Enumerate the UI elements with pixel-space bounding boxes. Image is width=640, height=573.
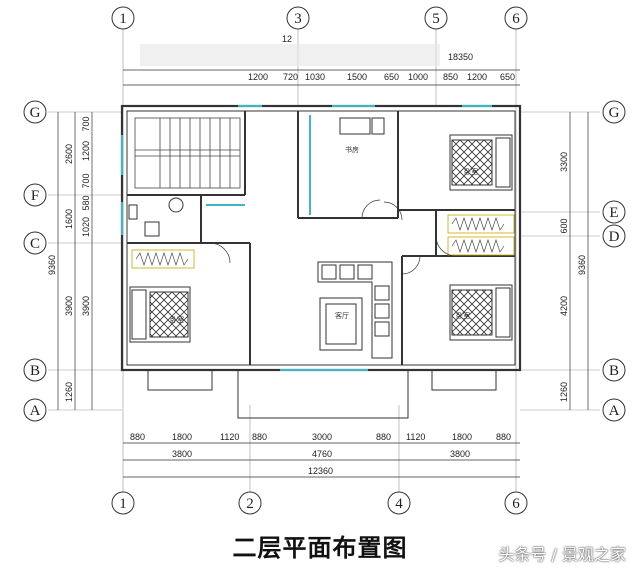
top-dim-blur: [123, 44, 520, 86]
axis-top-1: 1: [119, 11, 127, 27]
bed-right-top: [449, 134, 513, 191]
interior-walls: [127, 111, 515, 365]
dim-right-3: 4200: [559, 296, 569, 316]
axis-top-3: 3: [294, 11, 302, 27]
dim-left-4: 1260: [64, 382, 74, 402]
dim-right-1: 3300: [559, 152, 569, 172]
dim-bottom-1: 880: [130, 432, 145, 442]
axis-left-c: C: [30, 236, 40, 252]
room-label-bedroom-left: 卧室: [170, 315, 184, 324]
right-axis-bubbles: [602, 100, 626, 422]
drawing-title: 二层平面布置图: [232, 534, 408, 562]
left-dim-texts: 9360 2600 1600 3900 1260 700 1200 700 58…: [47, 116, 91, 402]
axis-top-5: 5: [432, 11, 440, 27]
bay-windows: [147, 370, 497, 419]
dim-bottom-5: 3000: [312, 432, 332, 442]
dim-top-1: 1200: [248, 72, 268, 82]
top-dim-texts: 1200 720 1030 1500 650 1000 850 1200 650: [248, 72, 515, 82]
axis-right-e: E: [609, 205, 618, 221]
dim-bottom-6: 880: [376, 432, 391, 442]
axis-top-6: 6: [512, 11, 520, 27]
dim-left-3: 3900: [64, 296, 74, 316]
axis-left-g: G: [30, 105, 41, 121]
dim-left-2: 1600: [64, 209, 74, 229]
axis-bottom-1: 1: [119, 496, 127, 512]
right-dim-texts: 3300 600 4200 1260 9360: [559, 152, 587, 402]
axis-left-a: A: [30, 403, 41, 419]
room-label-bedroom-right-bottom: 卧室: [456, 311, 470, 320]
dim-left-1: 2600: [64, 144, 74, 164]
dim-left-in-4: 580: [81, 195, 91, 210]
dim-left-in-2: 1200: [81, 141, 91, 161]
dim-bottom-2: 1800: [172, 432, 192, 442]
dim-left-in-5: 1020: [81, 217, 91, 237]
bottom-dim-row1: 880 1800 1120 880 3000 880 1120 1800 880: [130, 432, 511, 442]
dim-top-6: 1000: [408, 72, 428, 82]
dim-top-8: 1200: [467, 72, 487, 82]
bottom-axis-bubbles: [111, 491, 528, 515]
room-label-bedroom-right-top: 卧室: [464, 167, 478, 176]
axis-left-b: B: [30, 363, 40, 379]
axis-right-g: G: [609, 105, 620, 121]
dim-bottom-r2-3: 3800: [450, 449, 470, 459]
dim-right-2: 600: [559, 218, 569, 233]
dim-left-total: 9360: [47, 255, 57, 275]
sofa-set: [317, 261, 393, 359]
dim-top-5: 650: [384, 72, 399, 82]
dim-top-extra-a: 12: [282, 34, 292, 44]
watermark-text: 头条号 / 景观之家: [498, 545, 626, 564]
dim-bottom-r2-1: 3800: [172, 449, 192, 459]
axis-right-b: B: [609, 363, 619, 379]
staircase: [134, 117, 241, 189]
room-label-study: 书房: [345, 145, 359, 154]
left-axis-bubbles: [23, 100, 47, 422]
dim-top-9: 650: [500, 72, 515, 82]
dim-right-total: 9360: [577, 255, 587, 275]
axis-lines: [48, 28, 600, 492]
dim-bottom-3: 1120: [220, 432, 239, 442]
dim-right-4: 1260: [559, 382, 569, 402]
bed-right-bottom: [449, 284, 513, 341]
bottom-dim-row2: 3800 4760 3800: [172, 449, 470, 459]
dim-bottom-8: 1800: [452, 432, 472, 442]
dim-top-2: 720: [283, 72, 298, 82]
dim-left-in-6: 3900: [81, 296, 91, 316]
dim-bottom-total: 12360: [308, 466, 333, 476]
bed-left: [129, 286, 191, 343]
axis-bottom-2: 2: [246, 496, 254, 512]
axis-right-d: D: [609, 229, 620, 245]
dim-left-in-3: 700: [81, 173, 91, 188]
dim-top-4: 1500: [347, 72, 367, 82]
wardrobe-zigzags: [135, 217, 505, 266]
room-label-living: 客厅: [335, 311, 349, 320]
dim-bottom-7: 1120: [406, 432, 425, 442]
top-axis-bubbles: [111, 6, 528, 30]
dim-bottom-4: 880: [252, 432, 267, 442]
dim-bottom-r2-2: 4760: [312, 449, 332, 459]
left-dim-lines: [57, 112, 93, 410]
dim-bottom-9: 880: [496, 432, 511, 442]
windows: [121, 105, 492, 371]
axis-bottom-4: 4: [395, 496, 403, 512]
bottom-dim-lines: [123, 442, 520, 478]
dim-left-in-1: 700: [81, 116, 91, 131]
axis-left-f: F: [31, 188, 39, 204]
right-dim-lines: [569, 112, 589, 410]
dim-top-7: 850: [443, 72, 458, 82]
doors: [209, 199, 457, 275]
dim-top-3: 1030: [305, 72, 325, 82]
dim-top-extra-b: 18350: [448, 52, 473, 62]
study-desk: [339, 117, 385, 135]
axis-bottom-6: 6: [512, 496, 520, 512]
bathroom-fixtures: [128, 197, 184, 237]
axis-right-a: A: [609, 403, 620, 419]
